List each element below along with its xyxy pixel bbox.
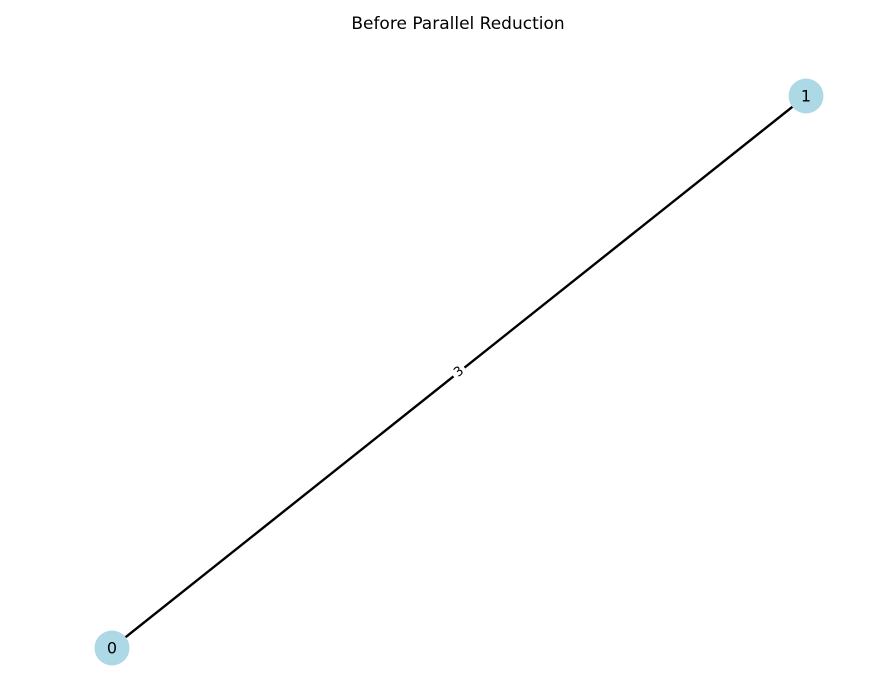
node-label: 0 [107,639,117,658]
node-label: 1 [801,87,811,106]
edge-label-group: 3 [447,360,471,384]
node-circle [94,630,130,666]
node-1: 1 [788,78,824,114]
node-0: 0 [94,630,130,666]
node-circle [788,78,824,114]
edge-label-background [447,360,471,384]
graph-title: Before Parallel Reduction [351,14,564,34]
edge-0-1: 3 [111,95,807,649]
